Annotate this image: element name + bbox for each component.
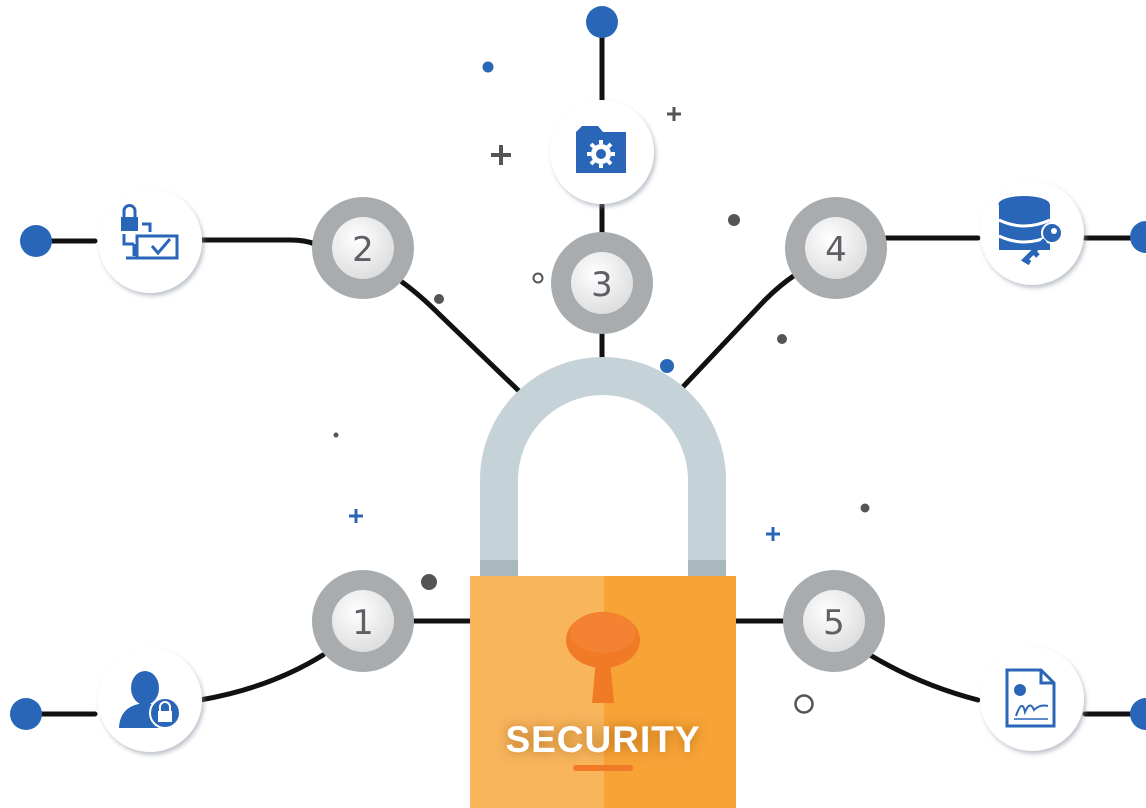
endpoint-dot-left-top (20, 225, 52, 257)
step-number-3: 3 (591, 265, 613, 305)
padlock-body: SECURITY (470, 576, 736, 808)
connector-4-lock (677, 272, 798, 393)
endpoint-dots (10, 6, 1146, 730)
step-node-5: 5 (783, 570, 885, 672)
keyhole-icon (566, 612, 640, 703)
database-key-icon (998, 196, 1063, 266)
connector-2-lock (399, 279, 523, 395)
icon-bubble-1 (98, 648, 202, 752)
step-number-4: 4 (825, 230, 847, 270)
endpoint-dot-right-top (1130, 221, 1146, 253)
padlock-shackle (480, 357, 726, 578)
connector-lines (23, 19, 1146, 717)
step-number-2: 2 (352, 230, 374, 270)
user-lock-icon (119, 671, 181, 729)
step-node-3: 3 (551, 232, 653, 334)
network-check-icon (121, 204, 179, 260)
endpoint-dot-left-bottom (10, 698, 42, 730)
step-node-4: 4 (785, 197, 887, 299)
connector-1-curve (197, 652, 326, 703)
connector-5-curve (867, 652, 981, 703)
connector-2-right (197, 237, 318, 247)
endpoint-dot-top (586, 6, 618, 38)
step-number-1: 1 (352, 603, 374, 643)
icon-bubble-4 (980, 181, 1084, 285)
security-underline (573, 765, 633, 771)
step-number-5: 5 (823, 603, 845, 643)
step-node-1: 1 (312, 570, 414, 672)
signed-document-icon (1005, 668, 1056, 728)
icon-bubble-3 (550, 100, 654, 204)
security-label: SECURITY (505, 719, 700, 760)
endpoint-dot-right-bottom (1130, 698, 1146, 730)
icon-bubble-2 (98, 189, 202, 293)
folder-settings-icon (576, 126, 626, 173)
icon-bubble-5 (980, 647, 1084, 751)
decorations (333, 61, 870, 714)
step-node-2: 2 (312, 197, 414, 299)
